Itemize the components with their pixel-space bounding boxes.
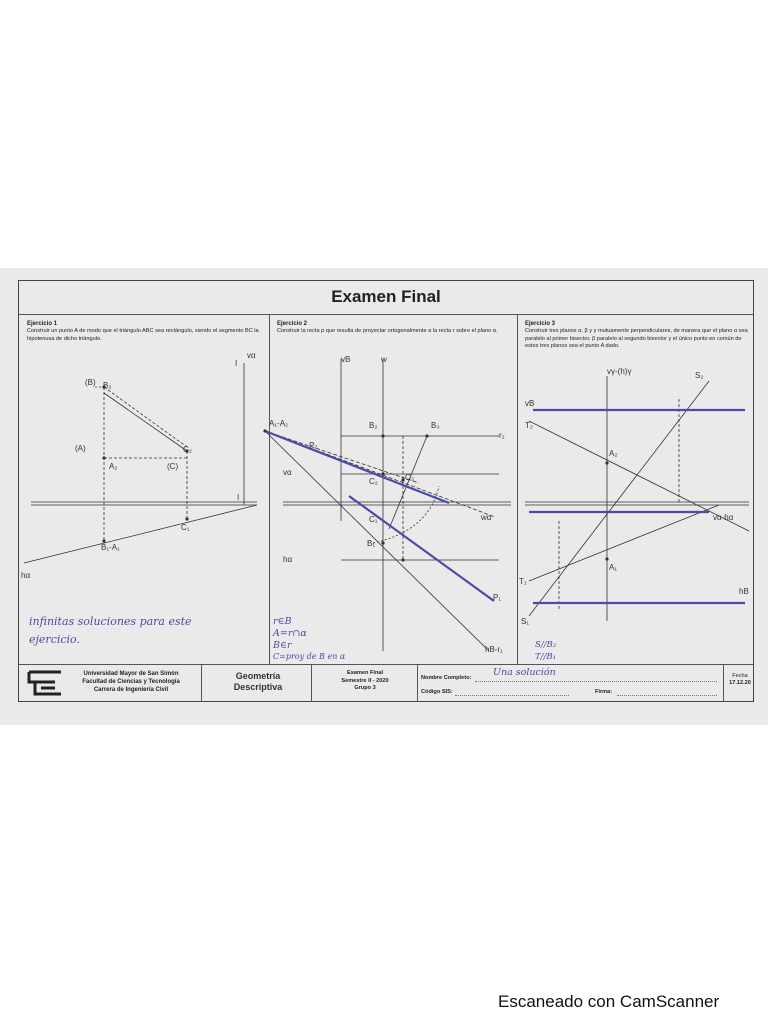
label-vb: vB <box>341 355 351 364</box>
label-a1: A₁ <box>609 563 618 572</box>
camscanner-watermark: Escaneado con CamScanner <box>498 992 720 1011</box>
date-label: Fecha <box>732 673 748 679</box>
course-block: Geometría Descriptiva <box>215 671 301 693</box>
label-s1: S₁ <box>521 617 530 626</box>
label-v-alpha: vα <box>283 468 292 477</box>
column-divider <box>517 314 518 664</box>
sis-line <box>455 695 569 696</box>
cell-divider <box>417 665 418 702</box>
label-c1: C₁ <box>369 515 378 524</box>
column-divider <box>269 314 270 664</box>
date-value: 17.12.20 <box>729 680 751 686</box>
header-divider <box>19 314 753 315</box>
label-p1: P₁ <box>493 593 502 602</box>
label-b2: B₂ <box>103 381 112 390</box>
exercise-2-statement: Construir la recta p que resulta de proy… <box>277 328 498 334</box>
ex2-note-1: r∈B <box>273 616 292 627</box>
sis-label: Código SIS: <box>421 689 453 695</box>
exam-title: Examen Final <box>331 287 441 306</box>
exam-line-2: Semestre II - 2020 <box>341 677 389 684</box>
exam-line-1: Examen Final <box>346 670 384 676</box>
label-p2: P₂ <box>309 441 318 450</box>
label-t1: T₁ <box>519 577 527 586</box>
label-v-gamma: vγ-(h)γ <box>607 367 632 376</box>
label-c-paren: (C) <box>167 462 179 471</box>
label-i-top: I <box>235 359 238 368</box>
cell-divider <box>311 665 312 702</box>
name-label: Nombre Completo: <box>421 675 472 681</box>
label-b1-a1: B₁-A₁ <box>101 543 120 552</box>
ex3-note-2: T//B₁ <box>535 652 557 662</box>
label-b2: B₂ <box>369 421 378 430</box>
exam-frame: Examen Final Ejercicio 1 Construir un pu… <box>18 280 754 702</box>
label-b3: B₃ <box>431 421 440 430</box>
label-c1: C₁ <box>181 523 190 532</box>
label-b-paren: (B) <box>85 378 96 387</box>
signature-line <box>617 695 717 696</box>
label-v-alpha: vα <box>247 351 256 360</box>
career-name: Carrera de Ingeniería Civil <box>93 687 169 693</box>
exam-line-3: Grupo 3 <box>354 685 376 691</box>
exercise-3-title: Ejercicio 3 <box>525 321 556 327</box>
label-hb: hB <box>739 587 749 596</box>
faculty-name: Facultad de Ciencias y Tecnología <box>82 679 180 685</box>
geometry-drawings <box>23 359 750 652</box>
label-h-alpha: hα <box>21 571 31 580</box>
label-w-alpha: wα <box>481 513 492 522</box>
title-block: Universidad Mayor de San Simón Facultad … <box>19 664 753 702</box>
label-a2: A₂ <box>609 449 618 458</box>
cell-divider <box>723 665 724 702</box>
exam-block: Examen Final Semestre II - 2020 Grupo 3 <box>317 670 413 693</box>
signature-label: Firma: <box>595 689 613 695</box>
ex3-note-1: S//B₂ <box>535 640 557 650</box>
course-line-2: Descriptiva <box>233 682 283 692</box>
label-h-alpha: hα <box>283 555 293 564</box>
label-a2: A₂ <box>109 462 118 471</box>
name-line <box>475 681 717 682</box>
ex1-handwritten-note: infinitas soluciones para este ejercicio… <box>29 615 192 646</box>
label-c2: C₂ <box>369 477 378 486</box>
label-hb-r1: hB-r₁ <box>485 645 503 654</box>
label-c3: C₃ <box>405 473 415 482</box>
exercise-1-title: Ejercicio 1 <box>27 321 58 327</box>
label-v-alpha-h-alpha: vα-hα <box>713 513 734 522</box>
label-w: w <box>381 355 387 364</box>
scanned-exam-sheet: Examen Final Ejercicio 1 Construir un pu… <box>0 268 768 725</box>
label-c2: C₂ <box>183 445 192 454</box>
exercise-3-statement: Construir tres planos α, β y γ mutuament… <box>525 328 748 349</box>
ex2-note-2: A=r∩α <box>273 628 307 639</box>
label-a-paren: (A) <box>75 444 86 453</box>
ex2-note-3: B∈r <box>273 640 292 651</box>
label-i-bottom: I <box>237 493 240 502</box>
label-a1-a2: A₁-A₂ <box>269 419 289 428</box>
label-b1: B₁ <box>367 539 376 548</box>
label-r2: r₂ <box>499 431 505 440</box>
label-vb: vB <box>525 399 535 408</box>
label-t2: T₂ <box>525 421 533 430</box>
university-logo <box>27 670 61 696</box>
university-name: Universidad Mayor de San Simón <box>83 671 179 677</box>
course-line-1: Geometría <box>235 671 281 681</box>
exercise-2-title: Ejercicio 2 <box>277 321 308 327</box>
name-value: Una solución <box>493 667 556 678</box>
ex2-note-4: C=proy de B en α <box>273 652 346 661</box>
date-block: Fecha 17.12.20 <box>725 673 755 687</box>
cell-divider <box>201 665 202 702</box>
university-block: Universidad Mayor de San Simón Facultad … <box>67 670 195 694</box>
exercise-1-statement: Construir un punto A de modo que el triá… <box>27 328 259 342</box>
label-s2: S₂ <box>695 371 704 380</box>
